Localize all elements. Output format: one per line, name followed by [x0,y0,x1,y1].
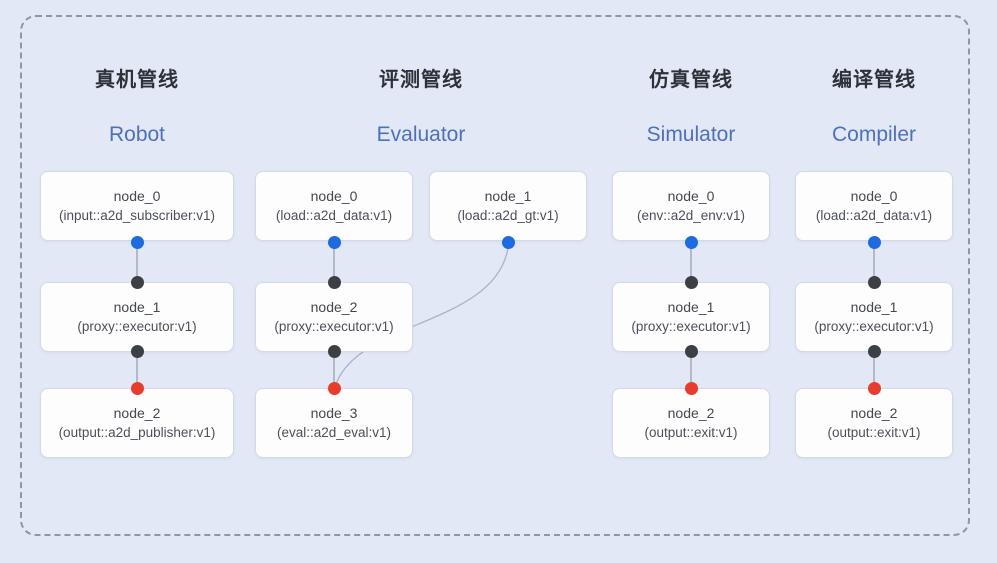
node-evaluator-node_3[interactable]: node_3 (eval::a2d_eval:v1) [255,388,413,458]
node-robot-node_2[interactable]: node_2 (output::a2d_publisher:v1) [40,388,234,458]
pipeline-title-en-compiler: Compiler [831,123,917,146]
node-name: node_0 [113,188,161,204]
node-simulator-node_1[interactable]: node_1 (proxy::executor:v1) [612,282,770,352]
node-type: (output::exit:v1) [644,424,738,440]
pipeline-title-zh-simulator: 仿真管线 [649,69,733,91]
pipeline-title-en-simulator: Simulator [646,123,736,146]
node-type: (input::a2d_subscriber:v1) [58,207,216,223]
node-name: node_2 [310,299,358,315]
node-compiler-node_1[interactable]: node_1 (proxy::executor:v1) [795,282,953,352]
red-port-dot [130,381,144,395]
black-port-dot [130,275,144,289]
node-evaluator-node_0[interactable]: node_0 (load::a2d_data:v1) [255,171,413,241]
node-robot-node_1[interactable]: node_1 (proxy::executor:v1) [40,282,234,352]
pipeline-title-zh-compiler: 编译管线 [832,69,916,91]
blue-port-dot [501,235,515,249]
node-evaluator-node_1[interactable]: node_1 (load::a2d_gt:v1) [429,171,587,241]
black-port-dot [867,344,881,358]
node-type: (load::a2d_data:v1) [275,207,393,223]
node-compiler-node_2[interactable]: node_2 (output::exit:v1) [795,388,953,458]
node-name: node_3 [310,405,358,421]
node-name: node_2 [850,405,898,421]
node-type: (eval::a2d_eval:v1) [276,424,392,440]
node-name: node_2 [113,405,161,421]
pipeline-title-zh-robot: 真机管线 [95,69,179,91]
node-name: node_1 [850,299,898,315]
black-port-dot [684,275,698,289]
node-type: (proxy::executor:v1) [814,318,934,334]
black-port-dot [327,275,341,289]
node-type: (output::a2d_publisher:v1) [58,424,216,440]
node-name: node_2 [667,405,715,421]
node-type: (proxy::executor:v1) [274,318,394,334]
red-port-dot [867,381,881,395]
node-name: node_1 [667,299,715,315]
node-simulator-node_0[interactable]: node_0 (env::a2d_env:v1) [612,171,770,241]
pipeline-title-en-evaluator: Evaluator [376,123,466,146]
pipeline-title-zh-evaluator: 评测管线 [379,69,463,91]
red-port-dot [684,381,698,395]
node-type: (proxy::executor:v1) [631,318,751,334]
node-name: node_0 [310,188,358,204]
node-type: (proxy::executor:v1) [77,318,197,334]
node-simulator-node_2[interactable]: node_2 (output::exit:v1) [612,388,770,458]
node-name: node_1 [113,299,161,315]
node-evaluator-node_2[interactable]: node_2 (proxy::executor:v1) [255,282,413,352]
black-port-dot [130,344,144,358]
node-type: (load::a2d_gt:v1) [457,207,559,223]
blue-port-dot [130,235,144,249]
blue-port-dot [327,235,341,249]
node-compiler-node_0[interactable]: node_0 (load::a2d_data:v1) [795,171,953,241]
dashed-frame [20,15,970,536]
black-port-dot [684,344,698,358]
blue-port-dot [684,235,698,249]
pipeline-title-en-robot: Robot [108,123,166,146]
node-name: node_0 [667,188,715,204]
black-port-dot [867,275,881,289]
black-port-dot [327,344,341,358]
blue-port-dot [867,235,881,249]
red-port-dot [327,381,341,395]
node-type: (load::a2d_data:v1) [815,207,933,223]
node-name: node_1 [484,188,532,204]
node-type: (env::a2d_env:v1) [636,207,746,223]
node-robot-node_0[interactable]: node_0 (input::a2d_subscriber:v1) [40,171,234,241]
wire-evaluator-1-3-curve [335,247,509,385]
node-type: (output::exit:v1) [827,424,921,440]
node-name: node_0 [850,188,898,204]
